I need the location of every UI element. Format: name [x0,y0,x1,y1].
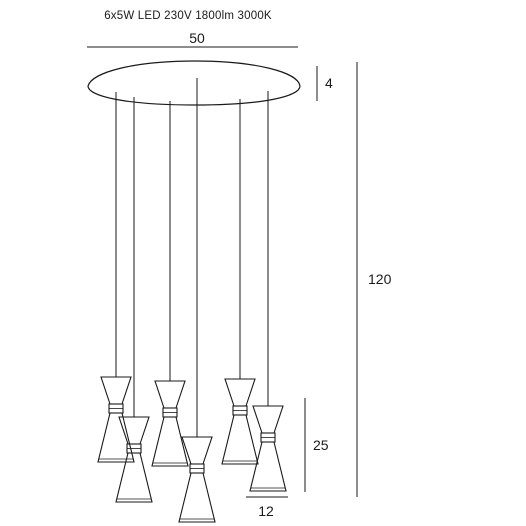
lower-shade-cone [249,441,287,492]
total-height-label: 120 [368,271,392,287]
lower-shade-cone [115,452,153,503]
ceiling-canopy [87,60,301,106]
pendant-lamp [221,99,259,465]
pendant-lamp [97,92,135,463]
upper-shade-cone [252,405,284,434]
canopy-height-label: 4 [325,75,333,91]
upper-shade-cone [224,378,256,407]
lower-shade-cone [97,412,135,463]
shade-height-dimension: 25 [304,398,329,492]
canopy-height-dimension: 4 [316,66,333,101]
total-height-dimension: 120 [356,62,392,497]
upper-shade-cone [100,376,132,405]
pendant-lamp [178,78,216,523]
canopy-outline [87,60,301,106]
pendant-lamp [115,97,153,503]
shade-width-dimension: 12 [246,496,288,519]
lower-shade-cone [151,416,189,467]
lower-shade-cone [178,472,216,523]
upper-shade-cone [154,380,186,409]
pendant-lamp [151,101,189,467]
spec-line: 6x5W LED 230V 1800lm 3000K [104,10,272,22]
canopy-diameter-label: 50 [189,30,205,46]
lower-shade-cone [221,414,259,465]
shade-width-label: 12 [258,503,274,519]
canopy-diameter-dimension: 50 [87,30,298,48]
pendant-lamps [97,78,287,523]
pendant-lamp [249,91,287,492]
shade-height-label: 25 [313,437,329,453]
